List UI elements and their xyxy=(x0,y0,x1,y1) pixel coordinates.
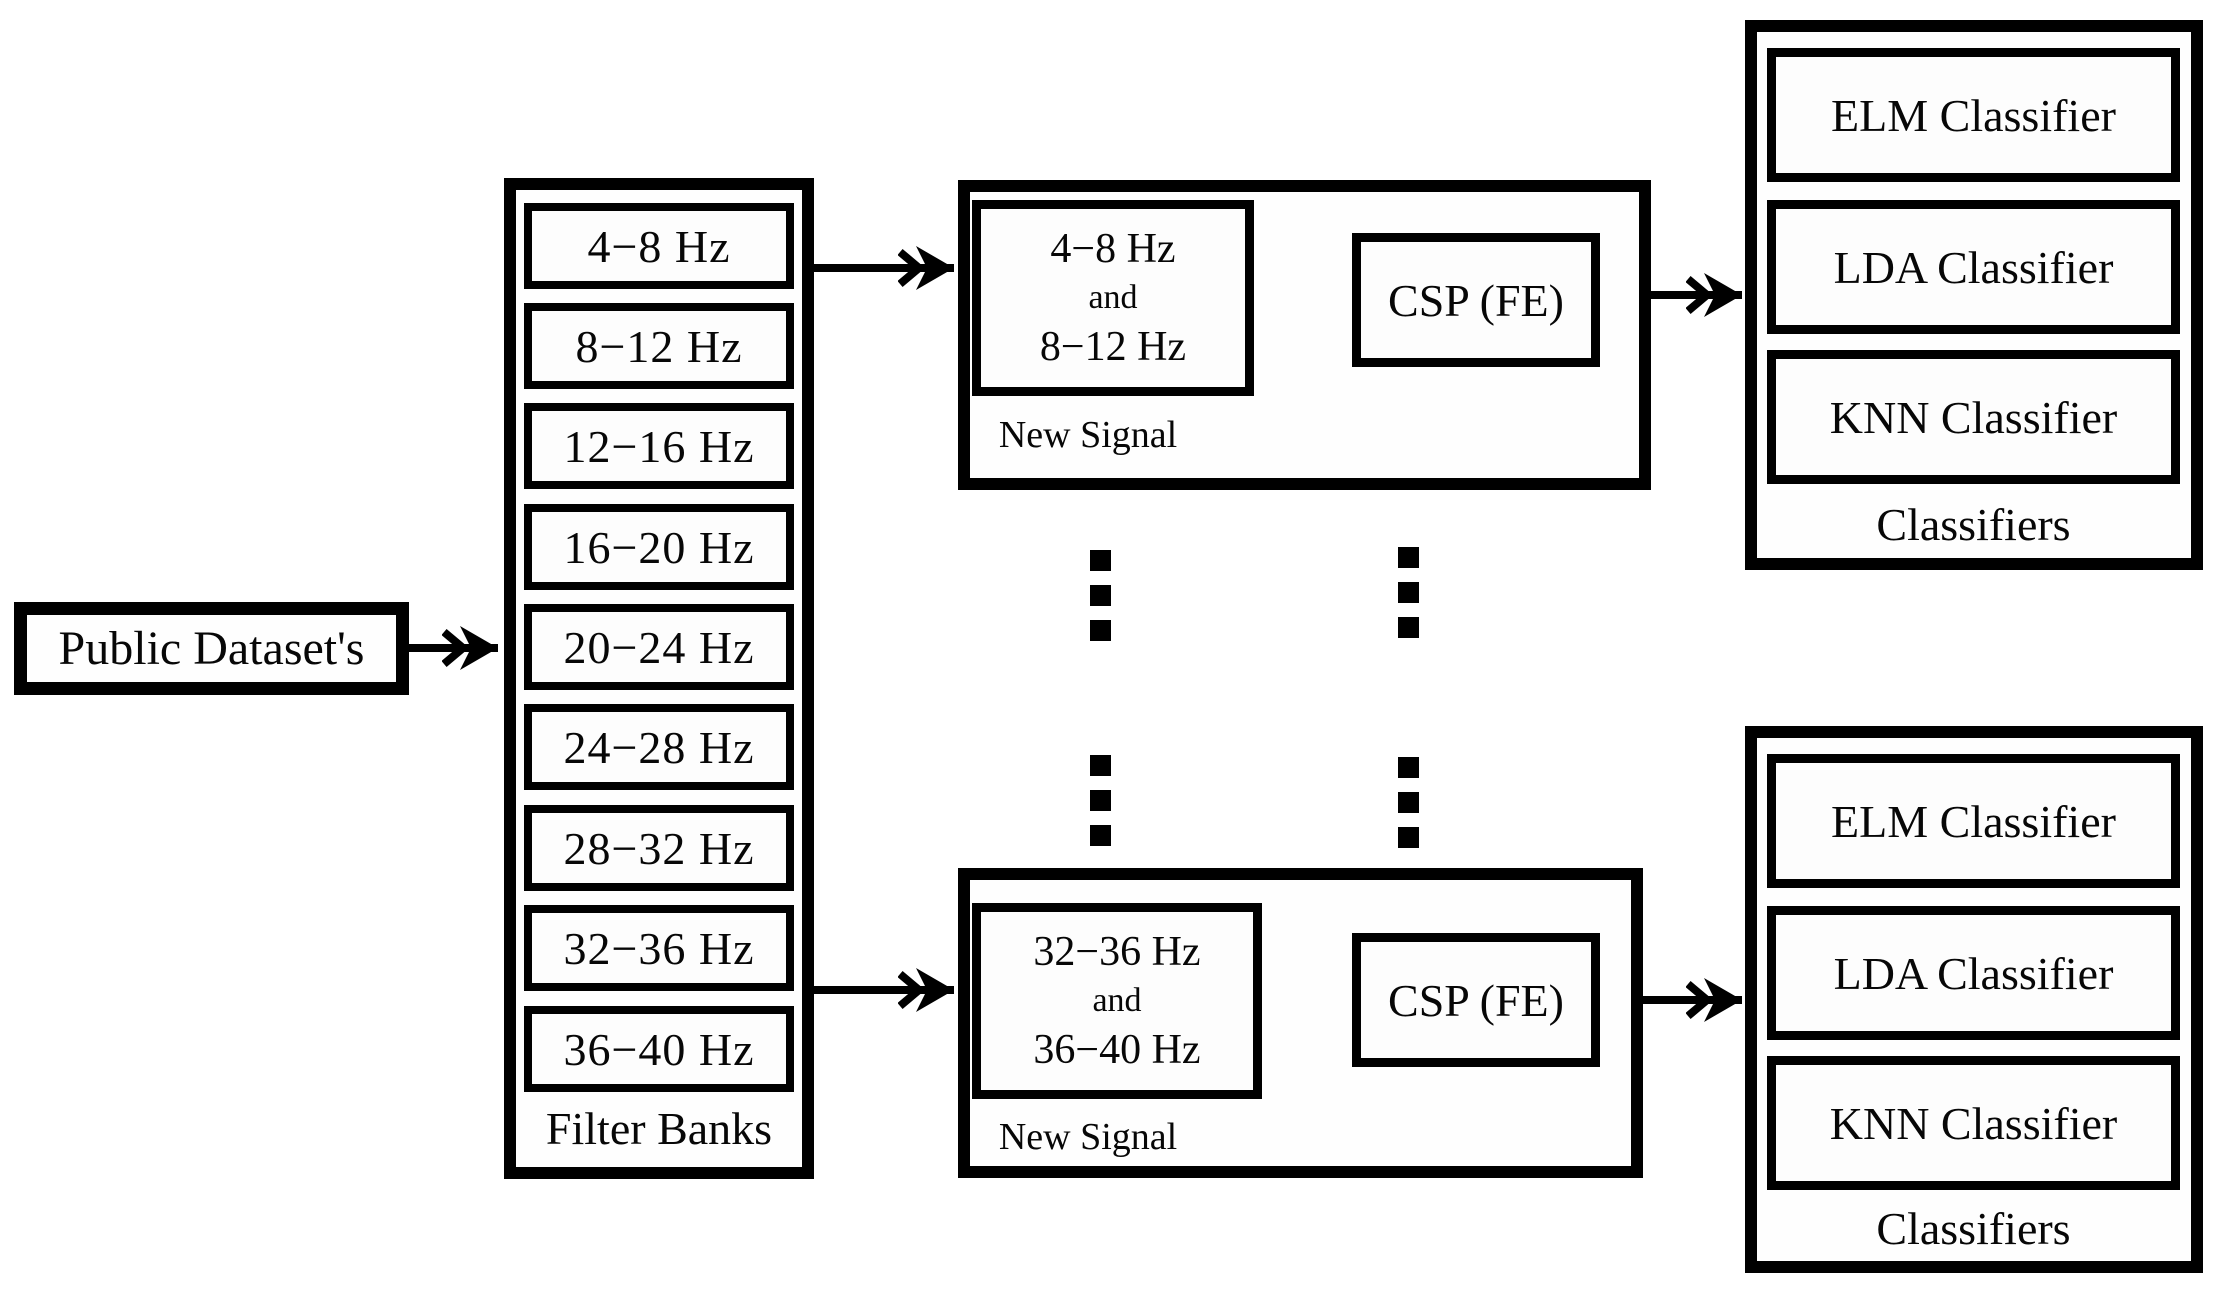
filter-band-label: 32−36 Hz xyxy=(563,922,755,974)
filter-band-box: 12−16 Hz xyxy=(524,403,794,489)
filter-band-label: 8−12 Hz xyxy=(575,320,743,372)
filter-band-label: 24−28 Hz xyxy=(563,721,755,773)
classifier-box-elm-top: ELM Classifier xyxy=(1767,48,2180,182)
classifier-box-elm-bottom: ELM Classifier xyxy=(1767,754,2180,888)
filter-band-box: 24−28 Hz xyxy=(524,704,794,790)
csp-fe-box-top: CSP (FE) xyxy=(1352,233,1600,367)
filter-band-label: 4−8 Hz xyxy=(587,220,731,272)
continuation-dots-csp-lower xyxy=(1398,757,1419,848)
classifier-box-lda-top: LDA Classifier xyxy=(1767,200,2180,334)
filter-band-box: 4−8 Hz xyxy=(524,203,794,289)
frequency-pair-box-top: 4−8 Hz and 8−12 Hz xyxy=(972,200,1254,396)
filter-band-box: 16−20 Hz xyxy=(524,504,794,590)
classifiers-caption-bottom: Classifiers xyxy=(1876,1202,2071,1254)
classifier-box-knn-top: KNN Classifier xyxy=(1767,350,2180,484)
continuation-dots-newsignal-upper xyxy=(1090,550,1111,641)
filter-band-box: 36−40 Hz xyxy=(524,1006,794,1092)
filter-band-box: 32−36 Hz xyxy=(524,905,794,991)
frequency-pair-band-a: 4−8 Hz xyxy=(1050,225,1176,272)
frequency-pair-conjunction: and xyxy=(1092,982,1142,1020)
filter-band-label: 16−20 Hz xyxy=(563,521,755,573)
frequency-pair-band-a: 32−36 Hz xyxy=(1033,928,1201,975)
filter-band-box: 8−12 Hz xyxy=(524,303,794,389)
filter-band-label: 36−40 Hz xyxy=(563,1023,755,1075)
filter-band-label: 20−24 Hz xyxy=(563,621,755,673)
new-signal-caption-top: New Signal xyxy=(998,414,1178,456)
new-signal-caption-bottom: New Signal xyxy=(998,1116,1178,1158)
continuation-dots-newsignal-lower xyxy=(1090,755,1111,846)
public-datasets-box: Public Dataset's xyxy=(14,602,409,695)
filter-band-box: 28−32 Hz xyxy=(524,805,794,891)
filter-banks-caption: Filter Banks xyxy=(545,1102,773,1154)
csp-fe-box-bottom: CSP (FE) xyxy=(1352,933,1600,1067)
continuation-dots-csp-upper xyxy=(1398,547,1419,638)
filter-band-label: 12−16 Hz xyxy=(563,420,755,472)
frequency-pair-conjunction: and xyxy=(1088,279,1138,317)
filter-band-label: 28−32 Hz xyxy=(563,822,755,874)
classifiers-caption-top: Classifiers xyxy=(1876,498,2071,550)
classifier-box-knn-bottom: KNN Classifier xyxy=(1767,1056,2180,1190)
public-datasets-label: Public Dataset's xyxy=(58,622,365,675)
filter-band-box: 20−24 Hz xyxy=(524,604,794,690)
classifier-box-lda-bottom: LDA Classifier xyxy=(1767,906,2180,1040)
frequency-pair-band-b: 36−40 Hz xyxy=(1033,1026,1201,1073)
frequency-pair-band-b: 8−12 Hz xyxy=(1039,323,1187,370)
frequency-pair-box-bottom: 32−36 Hz and 36−40 Hz xyxy=(972,903,1262,1099)
